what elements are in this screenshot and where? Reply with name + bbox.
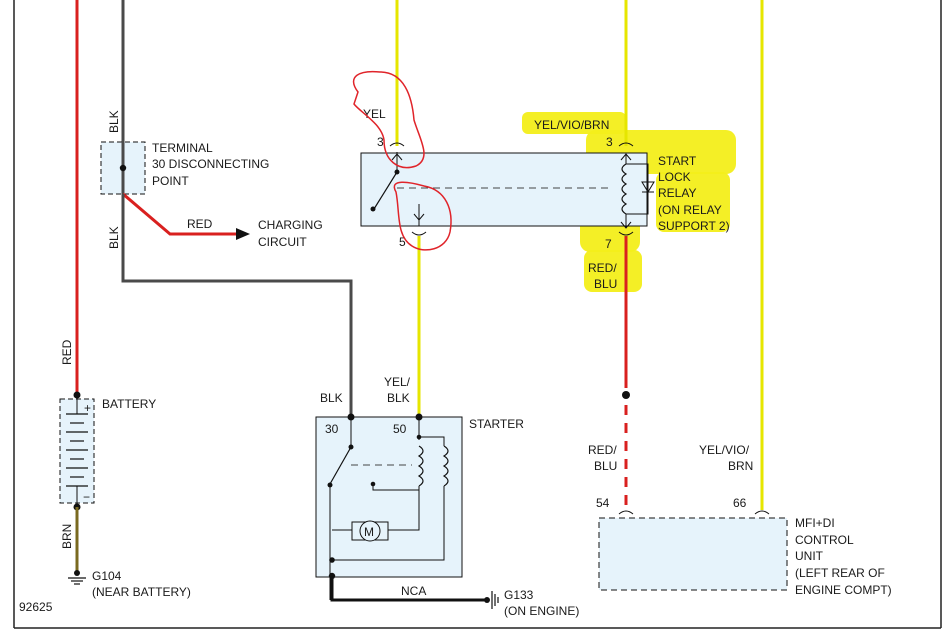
starter-label: STARTER [469, 417, 524, 431]
wire-label-blk-mid: BLK [107, 226, 121, 249]
highlight-relay-text [656, 172, 730, 232]
wire-label-brn: BRN [60, 524, 74, 549]
wire-label-yel-vio-brn-lower-line1: YEL/VIO/ [699, 443, 750, 457]
ecu-pin54-connector [618, 510, 634, 515]
relay-switch-contact [370, 206, 376, 212]
wire-label-red-blu-lower-line1: RED/ [588, 443, 617, 457]
relay-coil [621, 163, 628, 215]
charging-label-line2: CIRCUIT [258, 235, 307, 249]
relay-label-line5: SUPPORT 2) [658, 219, 730, 233]
relay-pin7-connector [618, 231, 634, 236]
wire-label-yel-vio-brn-lower-line2: BRN [728, 459, 753, 473]
wire-nca-ground [330, 576, 487, 602]
relay-pin3-left-connector [389, 142, 405, 147]
starter-pin30: 30 [325, 422, 339, 436]
battery-minus-sign: − [83, 490, 90, 504]
wire-label-nca: NCA [401, 584, 426, 598]
wire-label-blk-starter: BLK [320, 391, 343, 405]
ground-note-g104: (NEAR BATTERY) [92, 585, 191, 599]
wire-label-blk-top: BLK [107, 110, 121, 133]
starter-motor-icon [359, 520, 381, 542]
wire-label-yel-blk-line1: YEL/ [384, 375, 411, 389]
relay-label-line3: RELAY [658, 186, 696, 200]
ecu-box [598, 517, 788, 591]
wire-label-yel-vio-brn: YEL/VIO/BRN [534, 118, 609, 132]
wire-label-red-charging: RED [187, 217, 213, 231]
starter-motor-label: M [364, 525, 374, 539]
ecu-label-line4: (LEFT REAR OF [795, 566, 885, 580]
ground-node-g104 [74, 570, 80, 576]
wire-label-red-blu-line1: RED/ [588, 261, 617, 275]
ground-note-g133: (ON ENGINE) [504, 604, 579, 618]
starter-switch-blade [329, 446, 352, 485]
battery-component: + − [59, 398, 95, 504]
ecu-label-line2: CONTROL [795, 533, 854, 547]
relay-coil-arrow-down [620, 221, 632, 229]
arrow-charging [236, 228, 250, 240]
wire-blk-to-starter [121, 194, 353, 416]
highlight-yel-vio-brn [522, 112, 626, 134]
starter-pull-in-coil [417, 445, 424, 487]
relay-switch-blade [373, 171, 398, 210]
starter-motor-feed [388, 490, 420, 531]
starter-pull-in-return [372, 484, 420, 491]
relay-pin5-connector [411, 231, 427, 236]
wire-label-red-blu-lower-line2: BLU [594, 459, 617, 473]
relay-pin3-right: 3 [606, 135, 613, 149]
starter-hold-in-ground [332, 486, 445, 561]
relay-pin7: 7 [605, 237, 612, 251]
relay-diode [641, 181, 655, 193]
annotation-circle-pin5 [393, 181, 452, 251]
battery-plus-sign: + [84, 401, 91, 415]
terminal-30-node [119, 164, 127, 172]
wire-label-yel-blk-line2: BLK [387, 391, 410, 405]
ecu-pin54: 54 [596, 496, 610, 510]
ground-label-g133: G133 [504, 588, 534, 602]
relay-pin3-right-connector [618, 142, 634, 147]
ecu-pin66: 66 [733, 496, 747, 510]
wire-label-red-battery: RED [60, 339, 74, 365]
starter-hold-in-coil [442, 445, 449, 487]
relay-label-line4: (ON RELAY [658, 203, 722, 217]
starter-hold-coil-lead [419, 436, 445, 446]
terminal-label-line3: POINT [152, 174, 189, 188]
annotation-circle-yel [352, 70, 425, 169]
wire-label-red-blu-line2: BLU [594, 277, 617, 291]
wire-red-charging [122, 192, 238, 236]
relay-pin3-left: 3 [377, 135, 384, 149]
relay-label-line1: START [658, 154, 697, 168]
battery-label: BATTERY [102, 397, 156, 411]
starter-switch-contact [327, 482, 333, 488]
ecu-pin66-connector [754, 510, 770, 515]
starter-box [315, 416, 463, 578]
red-blu-break-node [622, 391, 630, 399]
relay-diode-loop [626, 163, 649, 215]
ground-node-g133 [484, 597, 490, 603]
diagram-id: 92625 [19, 600, 53, 614]
battery-positive-node [73, 391, 81, 399]
ground-symbol-g104 [68, 577, 86, 585]
terminal-label-line2: 30 DISCONNECTING [152, 157, 269, 171]
relay-pin5: 5 [399, 235, 406, 249]
ground-label-g104: G104 [92, 569, 122, 583]
start-lock-relay-box [360, 152, 648, 227]
wire-label-yel: YEL [363, 107, 386, 121]
ecu-label-line1: MFI+DI [795, 516, 835, 530]
charging-label-line1: CHARGING [258, 218, 323, 232]
relay-label-line2: LOCK [658, 170, 691, 184]
ecu-label-line5: ENGINE COMPT) [795, 583, 892, 597]
starter-pin50: 50 [393, 422, 407, 436]
relay-switch-arrow-up [391, 153, 403, 161]
starter-ground-node-1 [329, 557, 335, 563]
terminal-label-line1: TERMINAL [152, 141, 213, 155]
ecu-label-line3: UNIT [795, 549, 824, 563]
starter-contact-node [370, 481, 376, 487]
ground-symbol-g133 [491, 591, 499, 609]
relay-switch-arrow-down [413, 213, 425, 221]
